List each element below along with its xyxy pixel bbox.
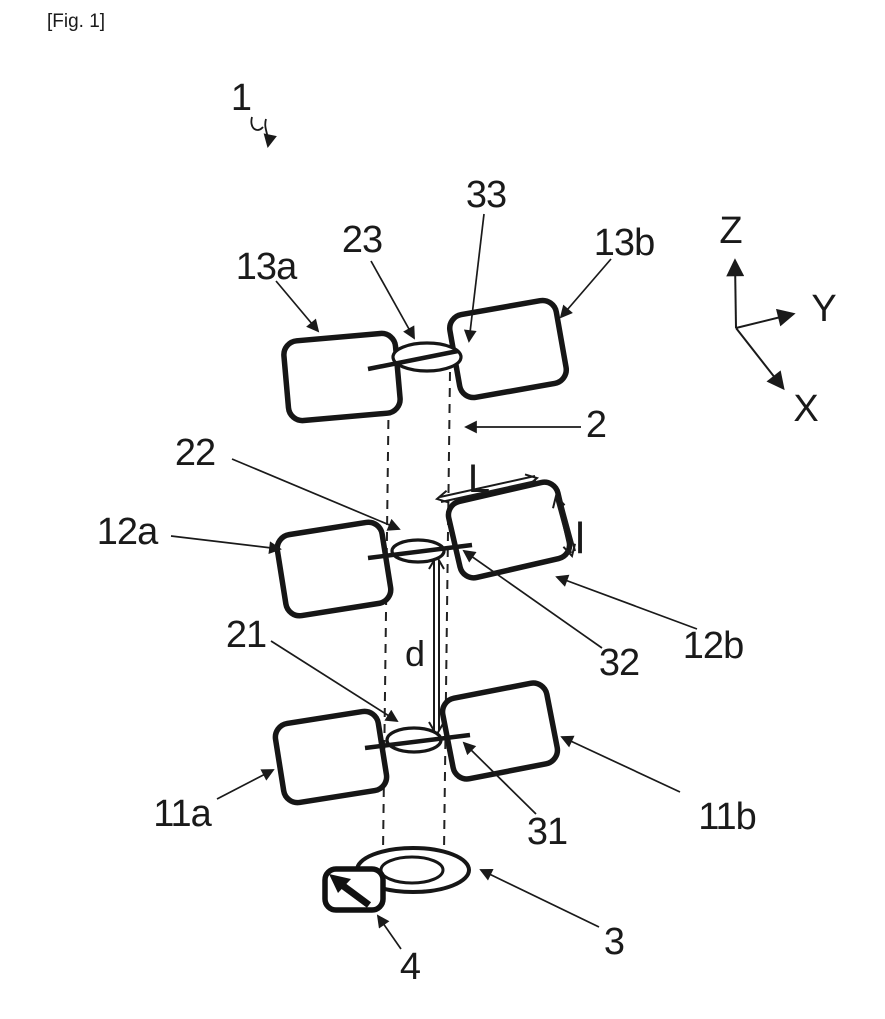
label-21: 21 <box>226 614 266 656</box>
blade-11a <box>272 708 390 806</box>
label-12b: 12b <box>683 625 743 667</box>
l-arrowhead-bottom <box>562 543 576 559</box>
label-22: 22 <box>175 432 215 474</box>
label-2: 2 <box>586 404 606 446</box>
L-arrowhead-left <box>434 490 450 504</box>
leader-31 <box>462 741 537 815</box>
blade-shafts <box>364 348 473 751</box>
blade-12b <box>445 479 573 581</box>
leader-22 <box>231 458 401 531</box>
label-3: 3 <box>604 921 624 963</box>
label-1: 1 <box>231 77 251 119</box>
y-axis-arrow <box>735 308 796 329</box>
mast-right-dashed-line <box>443 371 451 853</box>
leader-12b <box>555 574 698 630</box>
label-23: 23 <box>342 219 382 261</box>
blade-13b <box>446 297 570 401</box>
leader-33 <box>463 213 485 343</box>
figure-caption: [Fig. 1] <box>47 11 105 32</box>
shaft-bottom <box>364 732 471 751</box>
flash-arrow-tail <box>339 882 372 908</box>
label-l: l <box>575 514 585 563</box>
sensor-box <box>322 866 386 913</box>
label-13b: 13b <box>594 222 654 264</box>
label-x-axis: X <box>793 388 818 430</box>
leader-23 <box>370 260 415 340</box>
blade-11b <box>439 680 561 782</box>
leader-11b <box>560 735 681 793</box>
leader-12a <box>170 535 282 555</box>
label-31: 31 <box>527 811 567 853</box>
blade-13a <box>281 330 403 424</box>
label-y-axis: Y <box>811 288 836 330</box>
leader-21 <box>270 640 399 723</box>
blade-12a <box>274 519 394 619</box>
leader-13b <box>559 258 612 319</box>
leader-3 <box>479 868 600 928</box>
length-L-dimension <box>434 473 540 504</box>
leader-4 <box>376 914 402 950</box>
shaft-middle <box>367 542 473 561</box>
label-11b: 11b <box>698 796 756 838</box>
z-axis-arrow <box>726 258 745 329</box>
label-12a: 12a <box>97 511 159 553</box>
label-4: 4 <box>400 946 421 988</box>
label-11a: 11a <box>153 793 212 835</box>
leader-11a <box>216 769 275 800</box>
coordinate-axes <box>726 258 796 391</box>
label-z-axis: Z <box>719 210 742 252</box>
label-32: 32 <box>599 642 639 684</box>
x-axis-arrow <box>735 327 785 391</box>
base-inner-ellipse <box>379 855 445 885</box>
l-arrowhead-top <box>552 493 566 509</box>
width-l-dimension <box>552 493 576 559</box>
label-L: L <box>468 457 490 501</box>
flash-arrow-icon <box>329 874 351 893</box>
rotor-blades <box>272 297 573 806</box>
leader-13a <box>275 280 320 333</box>
leader-1-squiggle <box>250 116 277 148</box>
L-arrowhead-right <box>524 473 540 487</box>
shaft-top <box>367 348 459 372</box>
label-d: d <box>405 633 425 674</box>
label-33: 33 <box>466 174 506 216</box>
label-13a: 13a <box>236 246 298 288</box>
leader-32 <box>462 549 603 649</box>
leader-arrows <box>170 213 698 950</box>
